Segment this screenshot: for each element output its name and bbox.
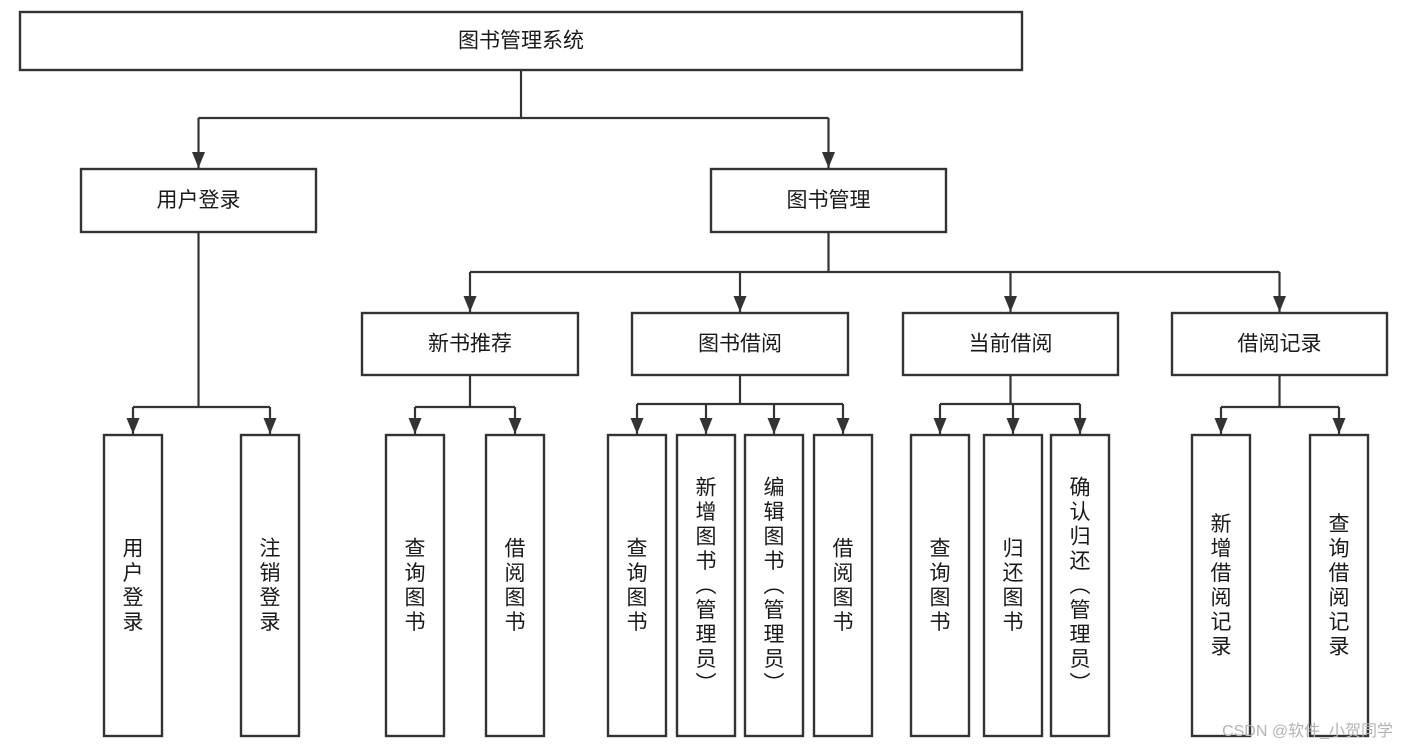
node-box-book-borrow bbox=[630, 311, 850, 377]
arrow-leaf-add-borrow-record bbox=[1214, 418, 1228, 434]
node-leaf-borrow-book[interactable]: 借阅图书 bbox=[812, 433, 874, 738]
edges-layer bbox=[126, 70, 1346, 434]
arrow-leaf-query-borrow-record bbox=[1332, 418, 1346, 434]
node-book-borrow[interactable]: 图书借阅 bbox=[630, 311, 850, 377]
csdn-watermark: CSDN @软件_小贺同学 bbox=[1222, 723, 1393, 740]
node-box-root bbox=[18, 10, 1024, 72]
arrow-current-borrow bbox=[1004, 296, 1017, 312]
node-leaf-add-borrow-record[interactable]: 新增借阅记录 bbox=[1190, 433, 1252, 738]
node-box-user-login bbox=[79, 167, 318, 234]
node-leaf-query-book-borrow[interactable]: 查询图书 bbox=[606, 433, 668, 738]
node-label-leaf-edit-book-admin: 编辑图书︵管理员︶ bbox=[764, 476, 785, 695]
arrow-leaf-edit-book-admin bbox=[767, 418, 781, 434]
node-label-leaf-user-login: 用户登录 bbox=[123, 538, 144, 635]
node-box-leaf-user-login bbox=[102, 433, 164, 738]
node-label-leaf-query-borrow-record: 查询借阅记录 bbox=[1329, 513, 1350, 659]
node-label-leaf-query-book-current: 查询图书 bbox=[930, 538, 951, 635]
node-box-book-manage bbox=[709, 167, 948, 234]
node-label-leaf-user-logout: 注销登录 bbox=[260, 538, 281, 635]
arrow-leaf-query-book-current bbox=[933, 418, 947, 434]
nodes-layer: 图书管理系统用户登录图书管理新书推荐图书借阅当前借阅借阅记录用户登录注销登录查询… bbox=[18, 10, 1389, 738]
node-box-leaf-query-book-rec bbox=[384, 433, 446, 738]
node-label-new-book-rec: 新书推荐 bbox=[428, 333, 512, 356]
node-root[interactable]: 图书管理系统 bbox=[18, 10, 1024, 72]
node-leaf-query-book-current[interactable]: 查询图书 bbox=[909, 433, 971, 738]
node-box-leaf-return-book bbox=[982, 433, 1044, 738]
arrow-borrow-record bbox=[1273, 296, 1286, 312]
node-label-leaf-query-book-rec: 查询图书 bbox=[405, 538, 426, 635]
node-label-leaf-return-book: 归还图书 bbox=[1003, 538, 1024, 635]
arrow-new-book-rec bbox=[463, 296, 477, 312]
node-label-leaf-add-borrow-record: 新增借阅记录 bbox=[1211, 513, 1232, 659]
arrow-leaf-query-book-rec bbox=[408, 418, 422, 434]
node-label-leaf-confirm-return-admin: 确认归还︵管理员︶ bbox=[1070, 476, 1091, 695]
node-borrow-record[interactable]: 借阅记录 bbox=[1170, 311, 1389, 377]
node-label-leaf-query-book-borrow: 查询图书 bbox=[627, 538, 648, 635]
arrow-leaf-borrow-book bbox=[836, 418, 850, 434]
node-leaf-user-logout[interactable]: 注销登录 bbox=[239, 433, 301, 738]
node-leaf-borrow-book-rec[interactable]: 借阅图书 bbox=[484, 433, 546, 738]
node-leaf-user-login[interactable]: 用户登录 bbox=[102, 433, 164, 738]
node-box-leaf-add-borrow-record bbox=[1190, 433, 1252, 738]
node-label-user-login: 用户登录 bbox=[157, 189, 241, 212]
node-box-leaf-edit-book-admin bbox=[743, 433, 805, 738]
node-leaf-query-book-rec[interactable]: 查询图书 bbox=[384, 433, 446, 738]
arrow-leaf-borrow-book-rec bbox=[508, 418, 522, 434]
node-label-leaf-add-book-admin: 新增图书︵管理员︶ bbox=[696, 476, 717, 695]
node-box-new-book-rec bbox=[360, 311, 580, 377]
node-box-leaf-confirm-return-admin bbox=[1049, 433, 1111, 738]
node-book-manage[interactable]: 图书管理 bbox=[709, 167, 948, 234]
node-leaf-return-book[interactable]: 归还图书 bbox=[982, 433, 1044, 738]
node-box-leaf-add-book-admin bbox=[675, 433, 737, 738]
arrow-user-login bbox=[192, 152, 205, 168]
node-box-leaf-query-book-current bbox=[909, 433, 971, 738]
node-box-leaf-borrow-book-rec bbox=[484, 433, 546, 738]
node-box-leaf-borrow-book bbox=[812, 433, 874, 738]
node-label-book-manage: 图书管理 bbox=[787, 189, 871, 212]
arrow-leaf-add-book-admin bbox=[699, 418, 713, 434]
arrow-leaf-query-book-borrow bbox=[630, 418, 644, 434]
node-leaf-confirm-return-admin[interactable]: 确认归还︵管理员︶ bbox=[1049, 433, 1111, 738]
node-label-leaf-borrow-book-rec: 借阅图书 bbox=[505, 538, 526, 635]
arrow-leaf-confirm-return-admin bbox=[1073, 418, 1087, 434]
node-current-borrow[interactable]: 当前借阅 bbox=[901, 311, 1120, 377]
node-label-borrow-record: 借阅记录 bbox=[1238, 333, 1322, 356]
node-leaf-add-book-admin[interactable]: 新增图书︵管理员︶ bbox=[675, 433, 737, 738]
arrow-leaf-return-book bbox=[1006, 418, 1020, 434]
node-box-current-borrow bbox=[901, 311, 1120, 377]
node-new-book-rec[interactable]: 新书推荐 bbox=[360, 311, 580, 377]
node-label-current-borrow: 当前借阅 bbox=[969, 333, 1053, 356]
node-user-login[interactable]: 用户登录 bbox=[79, 167, 318, 234]
node-leaf-query-borrow-record[interactable]: 查询借阅记录 bbox=[1308, 433, 1370, 738]
node-box-leaf-query-borrow-record bbox=[1308, 433, 1370, 738]
arrow-book-borrow bbox=[733, 296, 747, 312]
node-label-book-borrow: 图书借阅 bbox=[698, 333, 782, 356]
node-label-root: 图书管理系统 bbox=[458, 30, 584, 53]
arrow-leaf-user-login bbox=[126, 418, 140, 434]
node-box-borrow-record bbox=[1170, 311, 1389, 377]
node-box-leaf-user-logout bbox=[239, 433, 301, 738]
arrow-book-manage bbox=[822, 152, 835, 168]
arrow-leaf-user-logout bbox=[263, 418, 277, 434]
node-label-leaf-borrow-book: 借阅图书 bbox=[833, 538, 854, 635]
node-box-leaf-query-book-borrow bbox=[606, 433, 668, 738]
node-leaf-edit-book-admin[interactable]: 编辑图书︵管理员︶ bbox=[743, 433, 805, 738]
